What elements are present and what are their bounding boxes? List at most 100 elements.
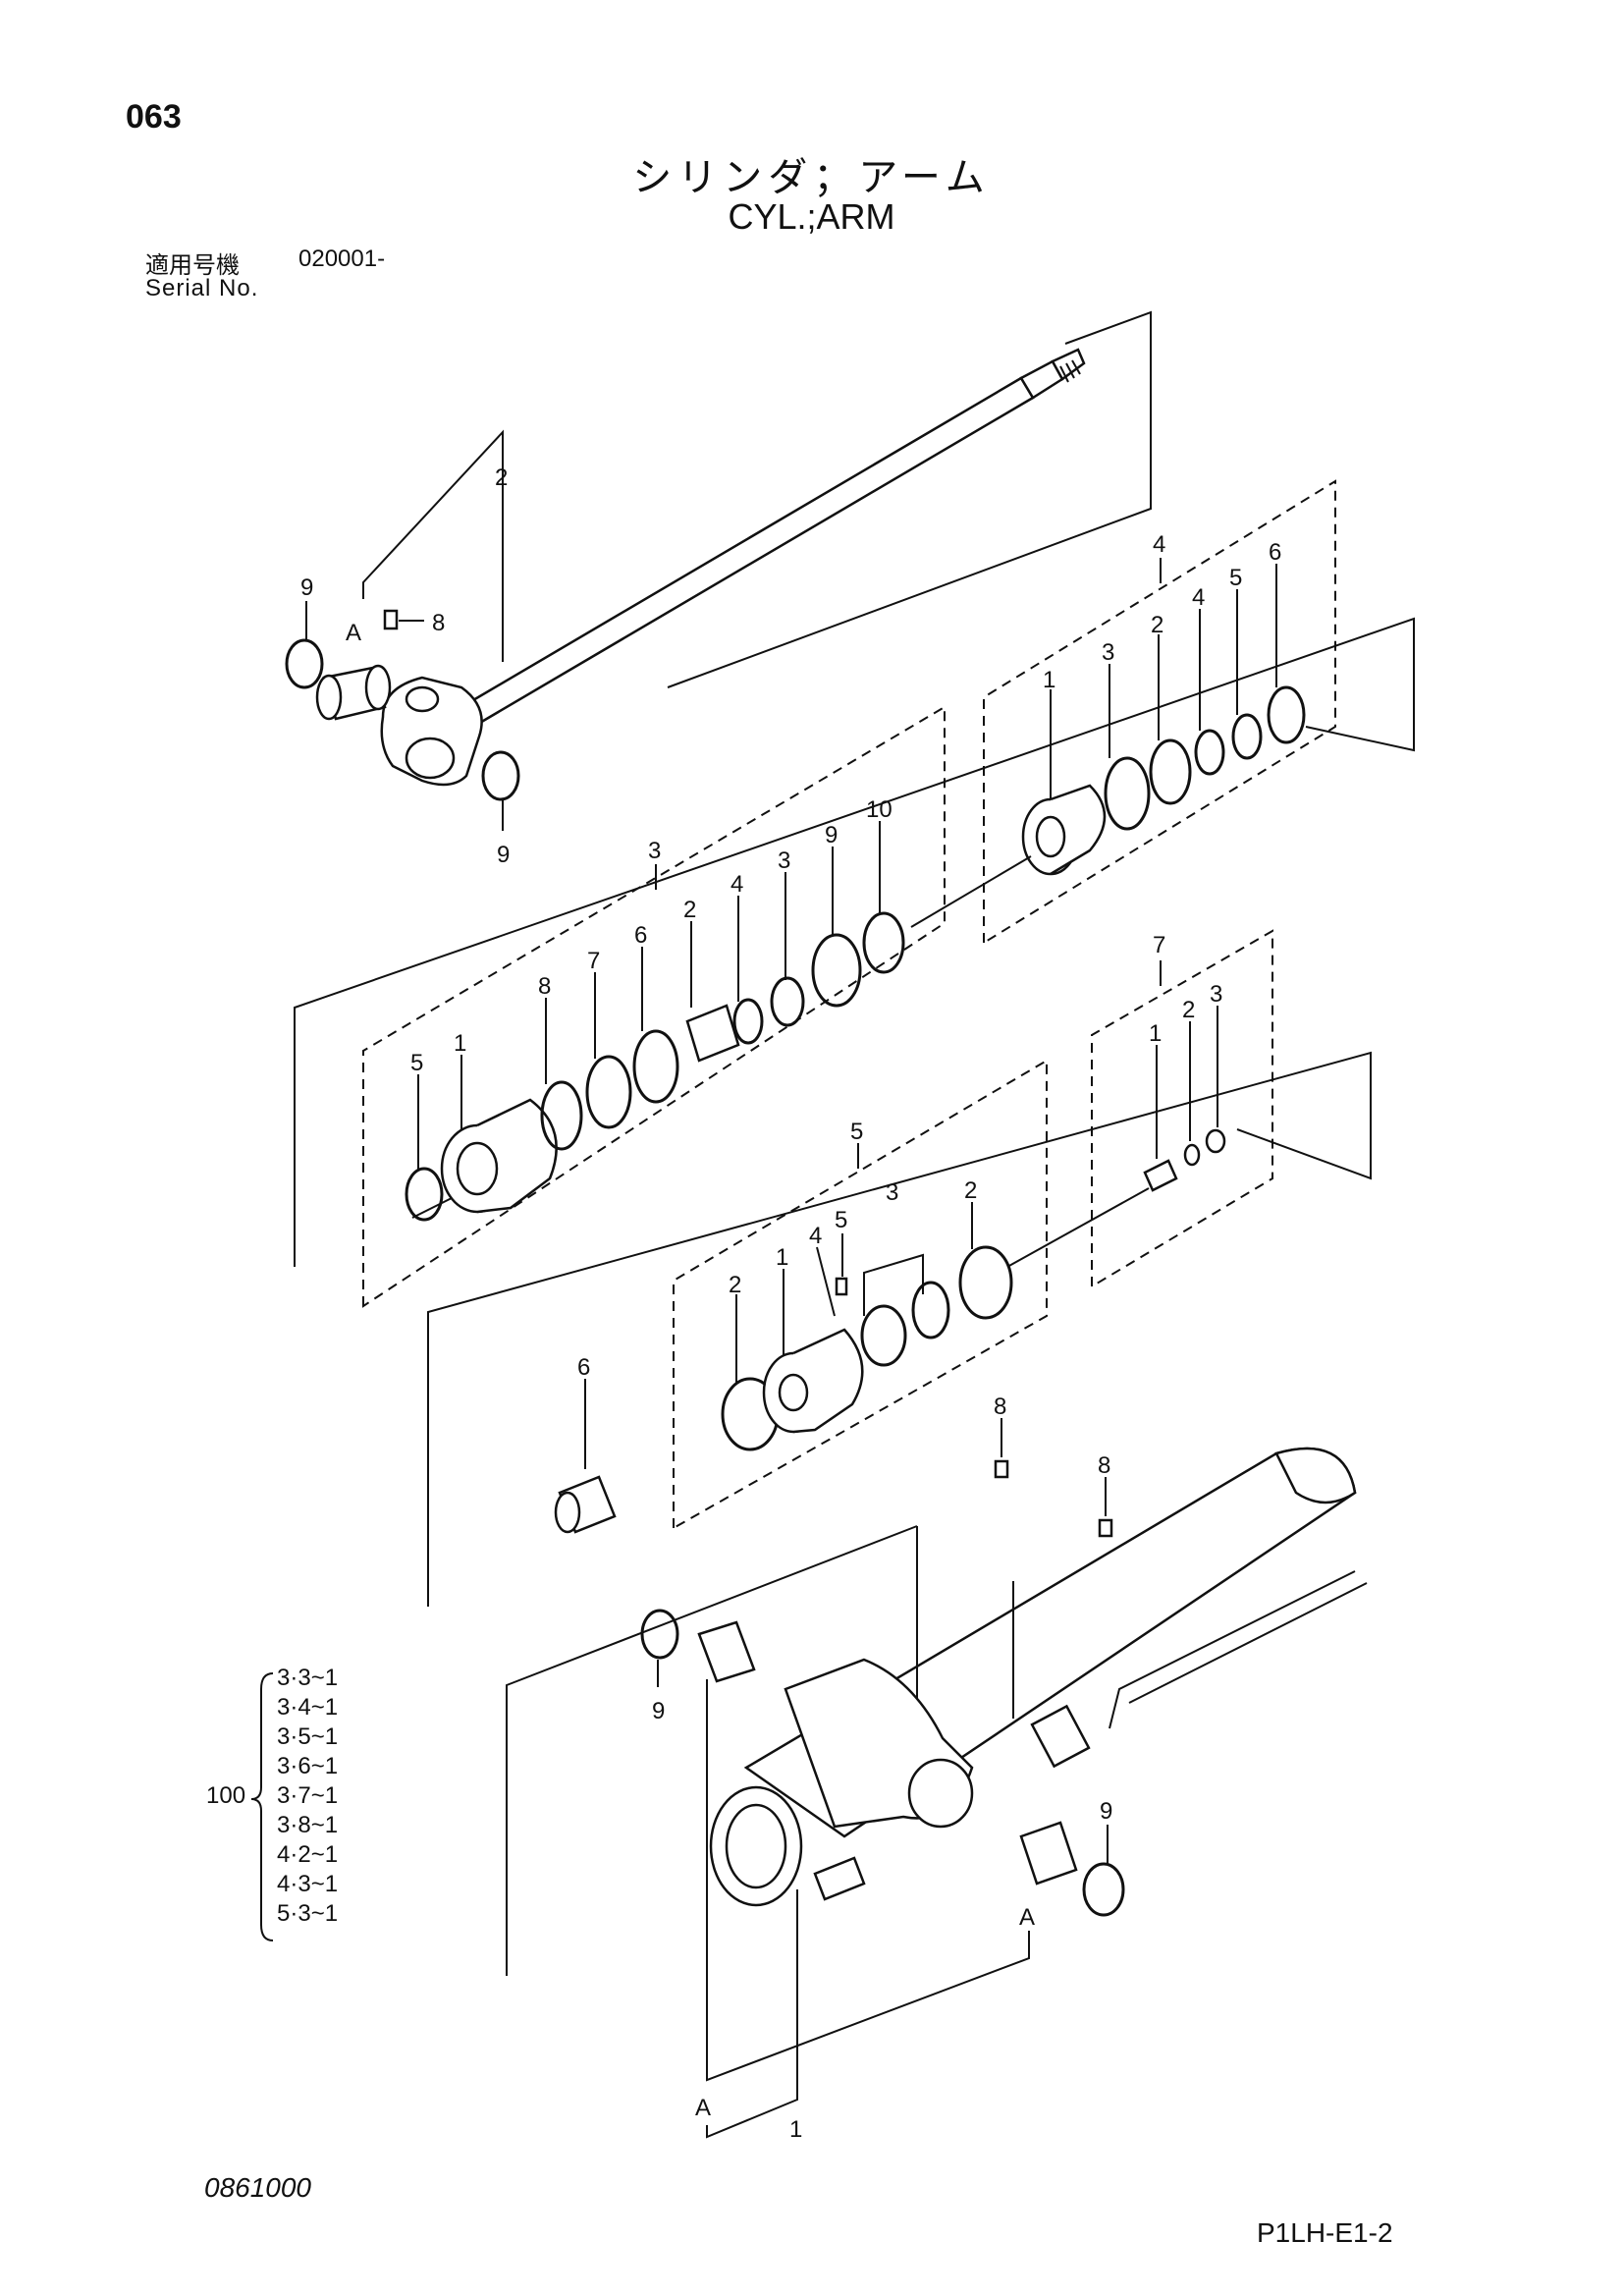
callout-piston-kit: 5 <box>850 1119 863 1145</box>
callout-rod-assembly: 2 <box>495 465 508 491</box>
valve-ring-2 <box>1183 1143 1201 1167</box>
seal-kit-ring-5 <box>1231 713 1263 760</box>
tube-snap-ring-right <box>1082 1862 1125 1917</box>
gland-ring-5 <box>405 1167 444 1222</box>
kit-100-item: 3·4~1 <box>277 1694 338 1721</box>
callout-tube-ring-right: 9 <box>1100 1798 1112 1825</box>
rod-assembly: 2 A 9 9 8 <box>285 310 1152 868</box>
seal-kit-callout: 5 <box>1229 565 1242 591</box>
gland-callout: 1 <box>454 1030 466 1057</box>
kit-100-list: 100 3·3~1 3·4~1 3·5~1 3·6~1 3·7~1 3·8~1 … <box>206 1665 338 1941</box>
gland-callout: 9 <box>825 822 838 848</box>
piston-callout: 3 <box>886 1179 898 1206</box>
seal-kit-callout: 4 <box>1192 584 1205 611</box>
gland-ring-9 <box>811 933 862 1008</box>
gland-callout: 8 <box>538 973 551 1000</box>
callout-rod-ring-left: 9 <box>300 574 313 601</box>
kit-100-item: 3·5~1 <box>277 1723 338 1750</box>
rod-pin-bush <box>315 664 392 721</box>
seal-kit-callout: 3 <box>1102 639 1114 666</box>
gland-group-bracket <box>294 617 1415 1267</box>
piston-rod <box>460 348 1086 729</box>
piston-set-screw-5 <box>835 1277 848 1296</box>
kit-100-brace <box>250 1672 274 1941</box>
seal-kit-piston-ring <box>1021 784 1107 876</box>
seal-kit-ring-2 <box>1149 738 1192 805</box>
gland-kit: 3 5 1 8 7 6 2 4 3 9 10 <box>362 705 946 1308</box>
tube-grease-fitting-2 <box>1098 1518 1113 1538</box>
gland-bush-2 <box>685 1004 740 1063</box>
valve-callout: 1 <box>1149 1020 1162 1047</box>
callout-tube-bush-right: A <box>1019 1904 1035 1931</box>
rod-eye <box>380 676 483 787</box>
serial-label-english: Serial No. <box>145 275 259 301</box>
tube-bracket <box>506 1525 918 1976</box>
piston-callout: 1 <box>776 1244 788 1271</box>
tube-port-block <box>1030 1704 1091 1769</box>
piston-ring-3b <box>911 1281 950 1339</box>
gland-callout: 3 <box>778 847 790 874</box>
page-title-english: CYL.;ARM <box>728 196 895 237</box>
seal-kit-callout: 2 <box>1151 612 1163 638</box>
serial-label-japanese: 適用号機 <box>145 252 240 279</box>
kit-100-item: 4·2~1 <box>277 1841 338 1868</box>
gland-callout: 6 <box>634 922 647 949</box>
gland-callout: 7 <box>587 948 600 974</box>
tube-bush-right <box>1019 1821 1078 1886</box>
kit-100-item: 3·3~1 <box>277 1665 338 1691</box>
kit-100-item: 3·7~1 <box>277 1782 338 1809</box>
callout-valve-kit: 7 <box>1153 932 1165 958</box>
piston-body <box>762 1328 864 1434</box>
kit-100-item: 4·3~1 <box>277 1871 338 1897</box>
piston-ring-3a <box>860 1304 907 1367</box>
piston-callout: 5 <box>835 1207 847 1233</box>
valve-callout: 2 <box>1182 997 1195 1023</box>
rod-snap-ring-right <box>481 750 520 801</box>
gland-callout: 5 <box>410 1050 423 1076</box>
seal-kit-ring-6 <box>1267 685 1306 744</box>
piston-seal-kit: 4 1 3 2 4 5 6 <box>983 479 1336 945</box>
piston-callout: 4 <box>809 1223 822 1249</box>
kit-100-item: 5·3~1 <box>277 1900 338 1927</box>
kit-100-item: 3·6~1 <box>277 1753 338 1779</box>
callout-tube-fitting-1: 8 <box>994 1394 1006 1420</box>
gland-ring-8 <box>540 1080 583 1151</box>
tube-grease-fitting-1 <box>994 1459 1009 1479</box>
gland-kit-boundary <box>362 705 946 1308</box>
valve-plug-3 <box>1205 1128 1226 1154</box>
kit-100-label: 100 <box>206 1782 245 1809</box>
callout-tube-assembly: 1 <box>789 2116 802 2143</box>
callout-spacer: 6 <box>577 1354 590 1381</box>
callout-tube-fitting-2: 8 <box>1098 1452 1110 1479</box>
footer-diagram-code: 0861000 <box>204 2172 312 2203</box>
kit-100-item: 3·8~1 <box>277 1812 338 1838</box>
valve-callout: 3 <box>1210 981 1222 1008</box>
tube-port-elbow <box>813 1856 866 1901</box>
tube-assembly: 8 8 9 9 A A 1 <box>506 1394 1368 2143</box>
piston-group-bracket <box>427 1051 1372 1607</box>
callout-gland-kit: 3 <box>648 838 661 864</box>
spacer: 6 <box>554 1354 617 1534</box>
gland-callout: 4 <box>730 871 743 898</box>
rod-snap-ring-left <box>285 638 324 689</box>
gland-ring-6 <box>632 1029 679 1104</box>
valve-body-1 <box>1143 1159 1178 1192</box>
callout-rod-pin-bush: A <box>346 620 361 646</box>
piston-ring-2-right <box>958 1245 1013 1320</box>
valve-kit-boundary <box>1091 929 1273 1288</box>
tube-snap-ring-left <box>640 1609 679 1660</box>
gland-ring-3 <box>770 976 805 1027</box>
seal-kit-boundary <box>983 479 1336 945</box>
piston-callout: 2 <box>729 1272 741 1298</box>
callout-rod-grease-fitting: 8 <box>432 610 445 636</box>
callout-tube-ring-left: 9 <box>652 1698 665 1724</box>
seal-kit-callout: 1 <box>1043 667 1055 693</box>
seal-kit-callout: 6 <box>1269 539 1281 566</box>
piston-callout: 2 <box>964 1177 977 1204</box>
gland-ring-7 <box>585 1055 632 1129</box>
page-number: 063 <box>126 98 182 136</box>
serial-number-value: 020001- <box>298 246 386 272</box>
gland-ring-10 <box>862 911 905 974</box>
rod-grease-fitting <box>383 609 399 630</box>
